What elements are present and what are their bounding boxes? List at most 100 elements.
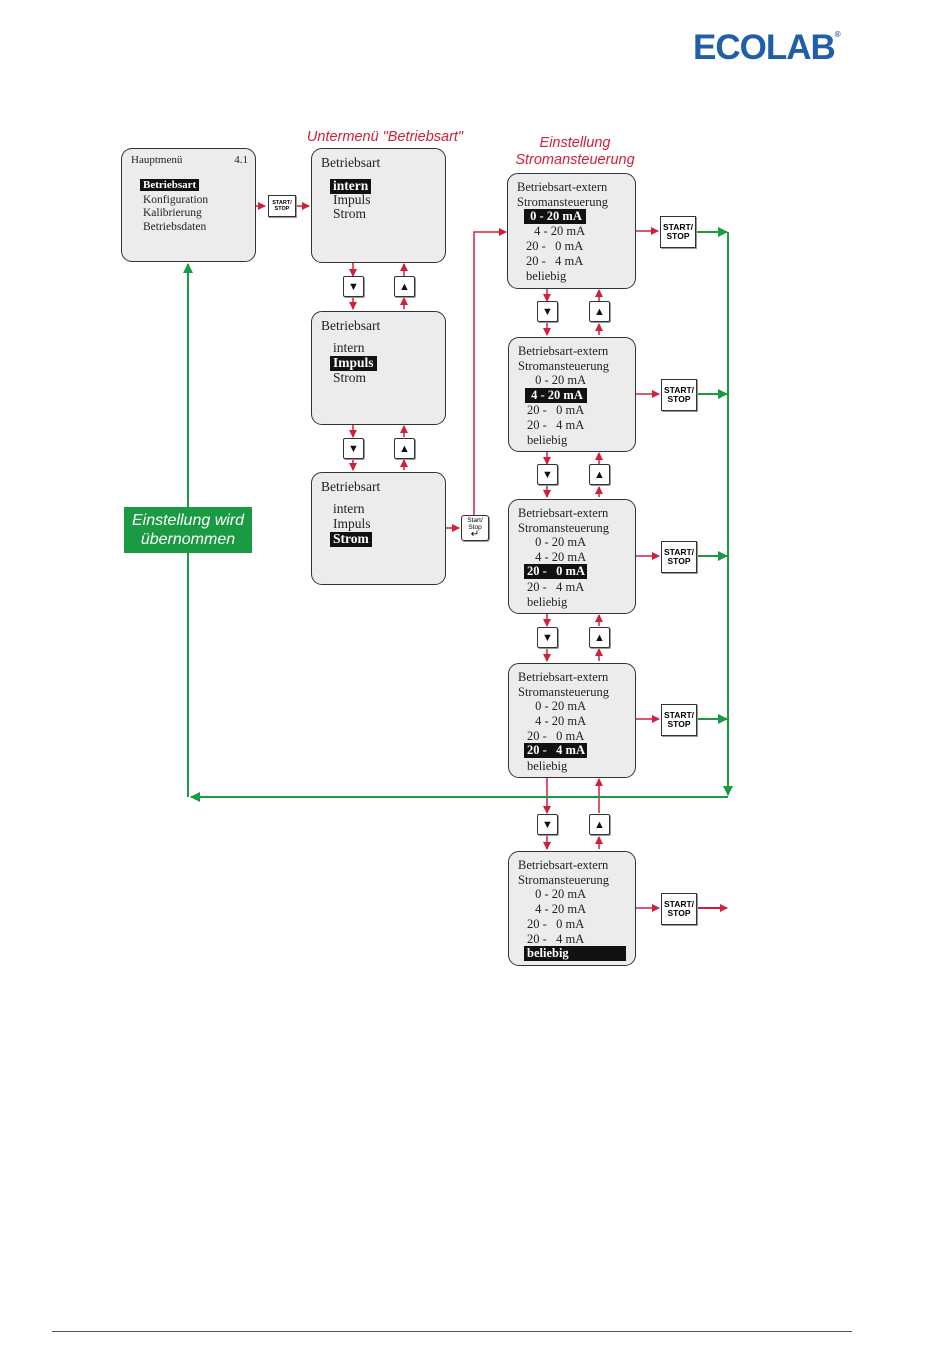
- current-panel-4-20: Betriebsart-extern Stromansteuerung 0 - …: [508, 337, 636, 452]
- current-panel-title: Betriebsart-extern: [518, 858, 609, 872]
- setting-accepted-line1: Einstellung wird: [131, 512, 245, 529]
- main-menu-item-kalibrierung[interactable]: Kalibrierung: [143, 207, 202, 219]
- current-option-4-20[interactable]: 4 - 20 mA: [525, 388, 587, 403]
- current-option-0-20[interactable]: 0 - 20 mA: [532, 373, 587, 387]
- submenu-item-impuls[interactable]: Impuls: [330, 355, 377, 371]
- enter-label-line2: Stop: [468, 524, 482, 531]
- start-stop-label-line2: STOP: [667, 719, 691, 729]
- submenu-item-strom[interactable]: Strom: [330, 531, 372, 547]
- current-panel-beliebig: Betriebsart-extern Stromansteuerung 0 - …: [508, 851, 636, 966]
- start-stop-label-line1: START/: [662, 222, 694, 232]
- current-option-20-0[interactable]: 20 - 0 mA: [524, 564, 587, 579]
- current-option-20-0[interactable]: 20 - 0 mA: [526, 239, 584, 253]
- submenu-item-impuls[interactable]: Impuls: [333, 516, 371, 531]
- main-menu-item-betriebsart[interactable]: Betriebsart: [140, 179, 200, 191]
- ecolab-logo: ECOLAB®: [693, 28, 841, 67]
- main-menu-panel: Hauptmenü 4.1 Betriebsart Konfiguration …: [121, 148, 256, 262]
- start-stop-button[interactable]: START/ STOP: [661, 704, 697, 736]
- down-button[interactable]: ▼: [343, 438, 364, 459]
- current-option-beliebig[interactable]: beliebig: [526, 269, 567, 283]
- up-button[interactable]: ▲: [589, 814, 610, 835]
- up-button[interactable]: ▲: [589, 464, 610, 485]
- up-button[interactable]: ▲: [394, 438, 415, 459]
- main-menu-title: Hauptmenü: [131, 154, 183, 166]
- down-button[interactable]: ▼: [343, 276, 364, 297]
- enter-icon: ↵: [470, 529, 480, 540]
- submenu-item-impuls[interactable]: Impuls: [333, 192, 371, 207]
- current-option-4-20[interactable]: 4 - 20 mA: [532, 902, 587, 916]
- main-menu-item-betriebsdaten[interactable]: Betriebsdaten: [143, 221, 207, 233]
- current-panel-subtitle: Stromansteuerung: [518, 873, 609, 887]
- start-stop-button[interactable]: START/ STOP: [661, 893, 697, 925]
- down-button[interactable]: ▼: [537, 814, 558, 835]
- submenu-caption: Untermenü "Betriebsart": [306, 129, 464, 145]
- current-option-20-4[interactable]: 20 - 4 mA: [527, 932, 585, 946]
- current-panel-title: Betriebsart-extern: [518, 670, 609, 684]
- submenu-title: Betriebsart: [321, 318, 381, 333]
- current-option-0-20[interactable]: 0 - 20 mA: [524, 209, 586, 224]
- current-option-beliebig[interactable]: beliebig: [527, 433, 568, 447]
- start-stop-label-line1: START/: [663, 385, 695, 395]
- start-stop-label-line2: STOP: [667, 556, 691, 566]
- start-stop-label-line2: STOP: [667, 394, 691, 404]
- enter-label-line1: Start/: [467, 517, 483, 524]
- current-option-beliebig[interactable]: beliebig: [524, 946, 626, 961]
- main-menu-number: 4.1: [234, 154, 248, 166]
- start-stop-button[interactable]: START/ STOP: [661, 379, 697, 411]
- current-panel-subtitle: Stromansteuerung: [518, 685, 609, 699]
- start-stop-button-main[interactable]: START/ STOP: [268, 195, 296, 217]
- current-option-beliebig[interactable]: beliebig: [527, 759, 568, 773]
- submenu-item-intern[interactable]: intern: [333, 340, 365, 355]
- start-stop-label-line1: START/: [272, 200, 292, 206]
- submenu-panel-strom: Betriebsart intern Impuls Strom: [311, 472, 446, 585]
- current-option-20-4[interactable]: 20 - 4 mA: [527, 418, 585, 432]
- current-setting-caption-line1: Einstellung: [539, 135, 611, 151]
- submenu-panel-intern: Betriebsart intern Impuls Strom: [311, 148, 446, 263]
- current-setting-caption: Einstellung Stromansteuerung: [500, 135, 650, 169]
- current-panel-title: Betriebsart-extern: [518, 344, 609, 358]
- enter-button[interactable]: Start/ Stop ↵: [461, 515, 489, 541]
- submenu-item-intern[interactable]: intern: [330, 178, 372, 194]
- submenu-item-strom[interactable]: Strom: [333, 370, 367, 385]
- current-option-4-20[interactable]: 4 - 20 mA: [531, 224, 586, 238]
- current-option-0-20[interactable]: 0 - 20 mA: [532, 535, 587, 549]
- setting-accepted-line2: übernommen: [140, 531, 236, 548]
- current-panel-0-20: Betriebsart-extern Stromansteuerung 0 - …: [507, 173, 636, 289]
- current-option-20-4[interactable]: 20 - 4 mA: [526, 254, 584, 268]
- current-option-0-20[interactable]: 0 - 20 mA: [532, 699, 587, 713]
- submenu-item-intern[interactable]: intern: [333, 501, 365, 516]
- current-panel-subtitle: Stromansteuerung: [517, 195, 608, 209]
- up-button[interactable]: ▲: [589, 627, 610, 648]
- current-panel-subtitle: Stromansteuerung: [518, 521, 609, 535]
- current-option-0-20[interactable]: 0 - 20 mA: [532, 887, 587, 901]
- current-panel-subtitle: Stromansteuerung: [518, 359, 609, 373]
- current-option-20-0[interactable]: 20 - 0 mA: [527, 403, 585, 417]
- current-option-beliebig[interactable]: beliebig: [527, 595, 568, 609]
- up-button[interactable]: ▲: [589, 301, 610, 322]
- up-button[interactable]: ▲: [394, 276, 415, 297]
- footer-divider: [52, 1331, 852, 1332]
- start-stop-label-line2: STOP: [667, 908, 691, 918]
- current-option-4-20[interactable]: 4 - 20 mA: [532, 550, 587, 564]
- current-option-4-20[interactable]: 4 - 20 mA: [532, 714, 587, 728]
- current-panel-title: Betriebsart-extern: [518, 506, 609, 520]
- current-option-20-4[interactable]: 20 - 4 mA: [527, 580, 585, 594]
- submenu-item-strom[interactable]: Strom: [333, 206, 367, 221]
- down-button[interactable]: ▼: [537, 627, 558, 648]
- submenu-title: Betriebsart: [321, 155, 381, 170]
- submenu-panel-impuls: Betriebsart intern Impuls Strom: [311, 311, 446, 425]
- start-stop-button[interactable]: START/ STOP: [661, 541, 697, 573]
- current-panel-title: Betriebsart-extern: [517, 180, 608, 194]
- main-menu-item-konfiguration[interactable]: Konfiguration: [143, 194, 209, 206]
- current-panel-20-4: Betriebsart-extern Stromansteuerung 0 - …: [508, 663, 636, 778]
- down-button[interactable]: ▼: [537, 301, 558, 322]
- current-option-20-0[interactable]: 20 - 0 mA: [527, 729, 585, 743]
- setting-accepted-note: Einstellung wird übernommen: [124, 507, 252, 553]
- current-setting-caption-line2: Stromansteuerung: [515, 152, 635, 168]
- current-panel-20-0: Betriebsart-extern Stromansteuerung 0 - …: [508, 499, 636, 614]
- current-option-20-0[interactable]: 20 - 0 mA: [527, 917, 585, 931]
- start-stop-button[interactable]: START/ STOP: [660, 216, 696, 248]
- submenu-title: Betriebsart: [321, 479, 381, 494]
- current-option-20-4[interactable]: 20 - 4 mA: [524, 743, 587, 758]
- down-button[interactable]: ▼: [537, 464, 558, 485]
